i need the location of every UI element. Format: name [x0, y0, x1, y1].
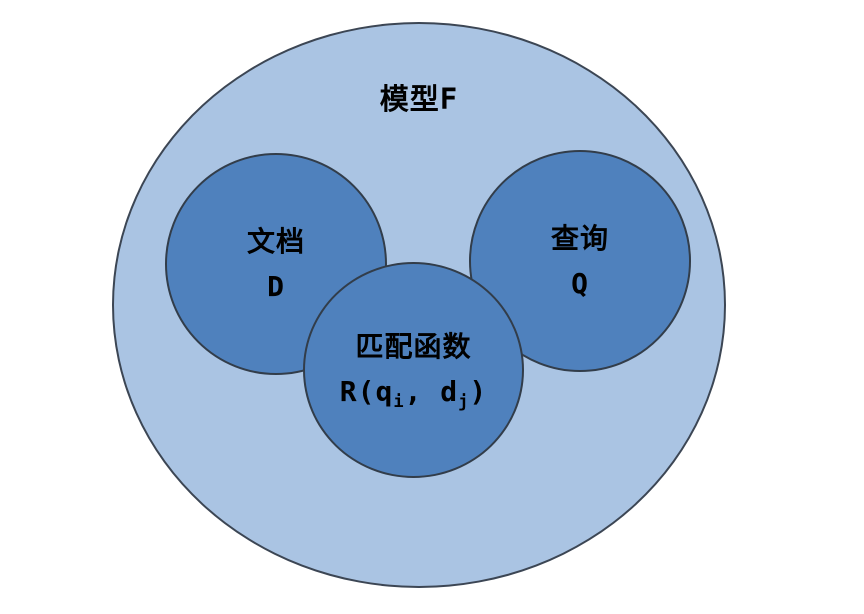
formula-mid: , d	[404, 374, 459, 408]
query-circle: 查询 Q	[469, 150, 691, 372]
formula-open: R(q	[339, 374, 394, 408]
match-function-formula: R(qi, dj)	[340, 369, 488, 417]
query-label: 查询	[550, 221, 609, 255]
formula-close: )	[469, 374, 488, 408]
query-symbol: Q	[571, 267, 589, 300]
document-circle: 文档 D	[165, 153, 387, 375]
model-f-label: 模型F	[379, 82, 459, 116]
document-label: 文档	[246, 224, 305, 258]
match-function-circle: 匹配函数 R(qi, dj)	[303, 262, 524, 478]
formula-subscript-i: i	[393, 391, 405, 412]
formula-subscript-j: j	[458, 391, 470, 412]
document-symbol: D	[267, 270, 285, 303]
match-function-label: 匹配函数	[355, 329, 472, 363]
